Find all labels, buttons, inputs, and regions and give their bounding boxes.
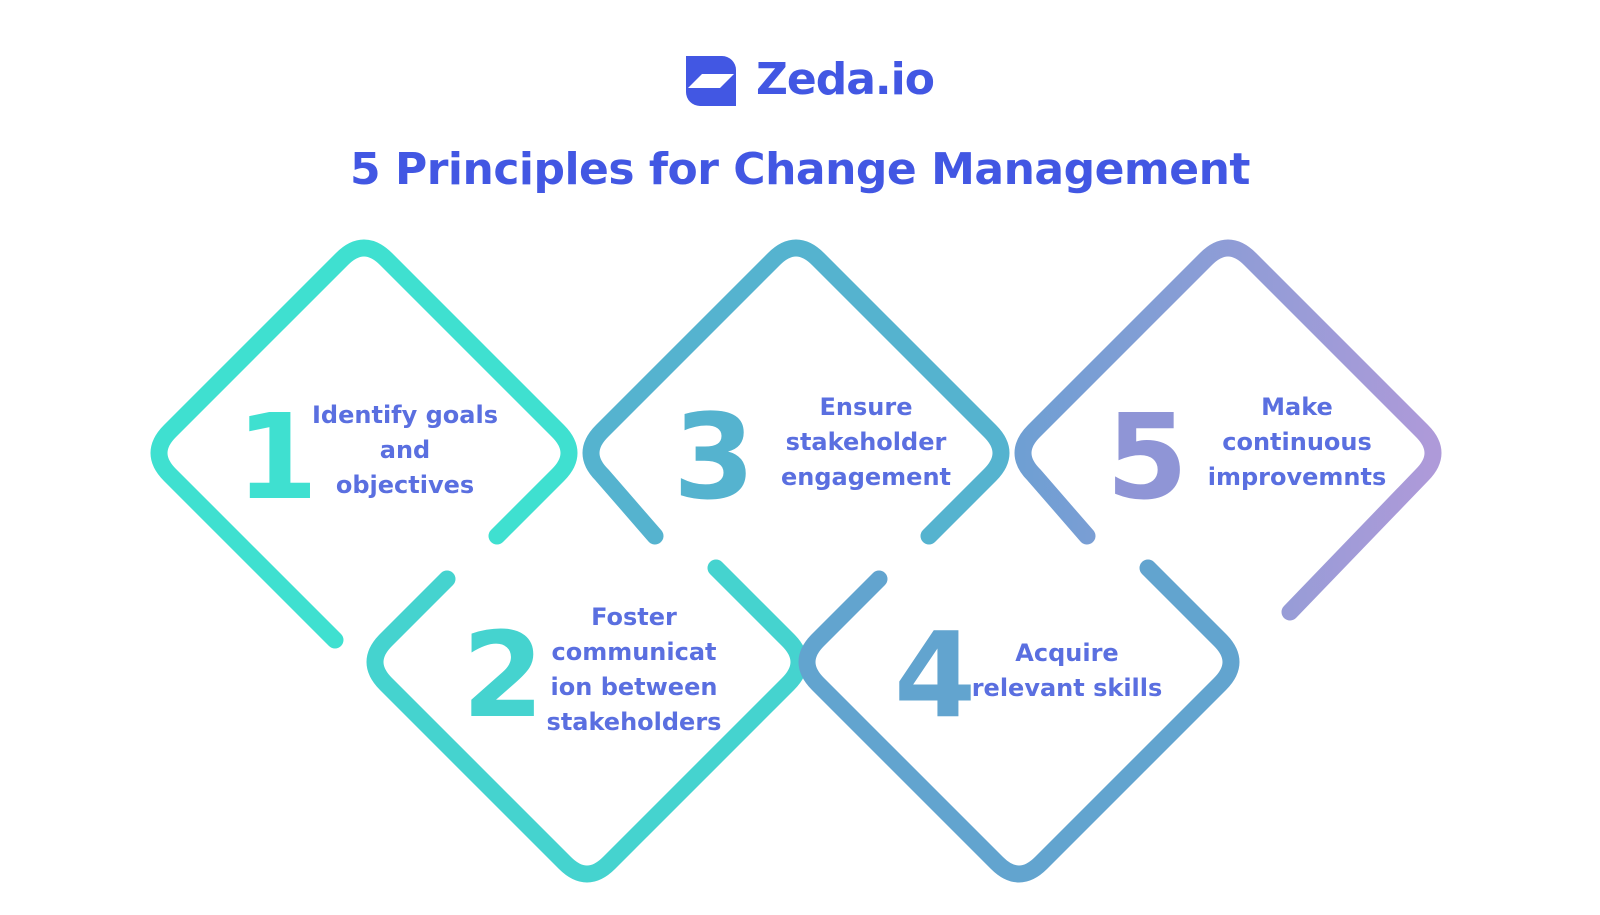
principle-number-5: 5 <box>1105 388 1188 526</box>
diamond-frame-1 <box>150 239 578 649</box>
brand-logo: Zeda.io <box>0 48 1600 114</box>
diamond-frame-3 <box>582 239 1010 545</box>
brand-name: Zeda.io <box>756 54 935 105</box>
principle-label-3: Ensure stakeholder engagement <box>780 393 952 491</box>
principle-number-2: 2 <box>461 606 544 744</box>
principle-number-3: 3 <box>672 388 755 526</box>
principle-label-4: Acquire relevant skills <box>971 639 1163 702</box>
principle-number-1: 1 <box>235 388 318 526</box>
principle-label-5: Make continuous improvemnts <box>1207 393 1387 491</box>
zeda-logo-icon <box>686 56 736 106</box>
diamond-frame-5 <box>1014 239 1442 621</box>
principle-label-2: Foster communicat ion between stakeholde… <box>546 603 722 736</box>
diamond-frame-4 <box>798 559 1240 883</box>
principle-number-4: 4 <box>893 606 976 744</box>
page-title: 5 Principles for Change Management <box>350 144 1250 195</box>
principle-label-1: Identify goals and objectives <box>312 401 498 499</box>
